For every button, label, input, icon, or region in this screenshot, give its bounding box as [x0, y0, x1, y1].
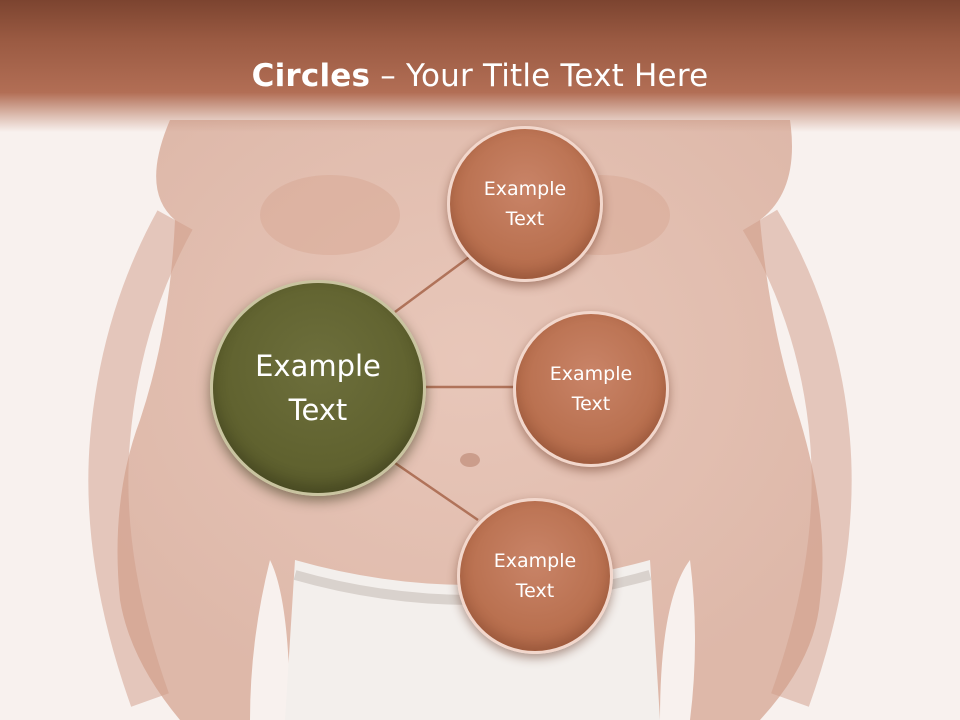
title-bar	[0, 0, 960, 132]
center-circle-label: Example Text	[255, 349, 381, 427]
slide-title: Circles – Your Title Text Here	[0, 52, 960, 100]
satellite-circle-top[interactable]: Example Text	[447, 126, 603, 282]
slide-title-bold: Circles	[251, 58, 371, 94]
connector-line-top	[394, 253, 473, 314]
satellite-circle-label: Example Text	[549, 363, 633, 415]
satellite-circle-label: Example Text	[483, 178, 567, 230]
satellite-circle-middle[interactable]: Example Text	[513, 311, 669, 467]
connector-line-bottom	[394, 461, 479, 522]
satellite-circle-bottom[interactable]: Example Text	[457, 498, 613, 654]
center-circle[interactable]: Example Text	[210, 280, 426, 496]
slide-title-rest: – Your Title Text Here	[370, 58, 709, 94]
satellite-circle-label: Example Text	[493, 550, 577, 602]
